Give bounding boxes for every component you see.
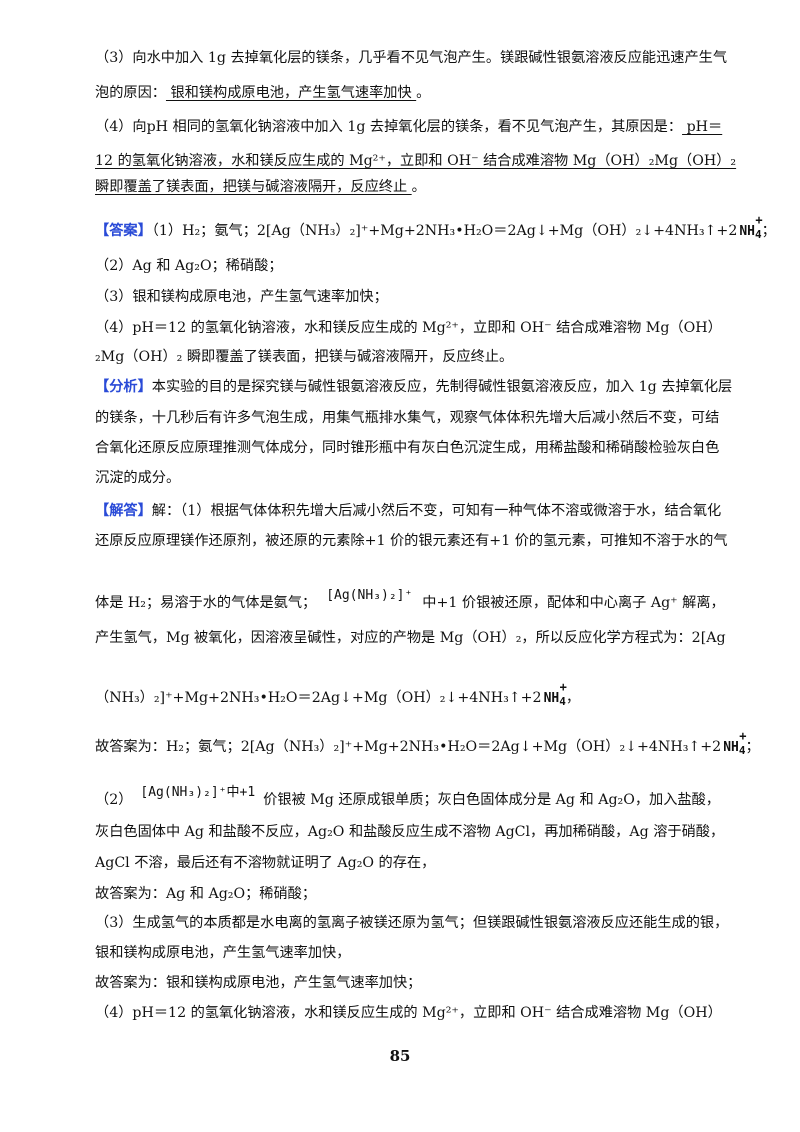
answer-blank-3: 银和镁构成原电池，产生氢气速率加快 (165, 85, 417, 101)
solution-line-5: （NH₃）₂]⁺+Mg+2NH₃•H₂O＝2Ag↓+Mg（OH）₂↓+4NH₃↑… (95, 680, 580, 712)
analysis-line-4: 沉淀的成分。 (95, 470, 181, 486)
ammonium-ion: NH4+ (739, 213, 763, 241)
answer-line-5: ₂Mg（OH）₂ 瞬即覆盖了镁表面，把镁与碱溶液隔开，反应终止。 (95, 349, 514, 365)
solution-line-8: 灰白色固体中 Ag 和盐酸不反应，Ag₂O 和盐酸反应生成不溶物 AgCl，再加… (95, 824, 725, 840)
question-3-line-1: （3）向水中加入 1g 去掉氧化层的镁条，几乎看不见气泡产生。镁跟碱性银氨溶液反… (95, 50, 728, 66)
answer-line-4: （4）pH＝12 的氢氧化钠溶液，水和镁反应生成的 Mg²⁺，立即和 OH⁻ 结… (95, 320, 722, 336)
analysis-line-3: 合氧化还原反应原理推测气体成分，同时锥形瓶中有灰白色沉淀生成，用稀盐酸和稀硝酸检… (95, 440, 720, 456)
solution-line-3: 体是 H₂；易溶于水的气体是氨气；[Ag(NH₃)₂]⁺中+1 价银被还原，配体… (95, 588, 725, 611)
answer-line-2: （2）Ag 和 Ag₂O；稀硝酸； (95, 258, 283, 274)
solution-tag: 【解答】 (95, 503, 152, 519)
solution-line-4: 产生氢气，Mg 被氧化，因溶液呈碱性，对应的产物是 Mg（OH）₂，所以反应化学… (95, 630, 726, 646)
question-3-line-2: 泡的原因： 银和镁构成原电池，产生氢气速率加快 。 (95, 85, 431, 101)
answer-tag: 【答案】 (95, 223, 152, 239)
answer-line-3: （3）银和镁构成原电池，产生氢气速率加快； (95, 289, 388, 305)
analysis-line-1: 【分析】本实验的目的是探究镁与碱性银氨溶液反应，先制得碱性银氨溶液反应，加入 1… (95, 379, 733, 395)
solution-line-11: （3）生成氢气的本质都是水电离的氢离子被镁还原为氢气；但镁跟碱性银氨溶液反应还能… (95, 915, 729, 931)
solution-line-6: 故答案为：H₂；氨气；2[Ag（NH₃）₂]⁺+Mg+2NH₃•H₂O＝2Ag↓… (95, 729, 760, 761)
ammonium-ion: NH4+ (543, 680, 567, 708)
analysis-line-2: 的镁条，十几秒后有许多气泡生成，用集气瓶排水集气，观察气体体积先增大后减小然后不… (95, 410, 720, 426)
question-4-line-3: 瞬即覆盖了镁表面，把镁与碱溶液隔开，反应终止 。 (95, 179, 426, 195)
solution-line-9: AgCl 不溶，最后还有不溶物就证明了 Ag₂O 的存在， (95, 855, 436, 871)
silver-ammonia-formula: [Ag(NH₃)₂]⁺中+1 (140, 785, 256, 800)
silver-ammonia-formula: [Ag(NH₃)₂]⁺ (326, 588, 413, 603)
solution-line-10: 故答案为：Ag 和 Ag₂O；稀硝酸； (95, 886, 317, 902)
question-4-line-1: （4）向pH 相同的氢氧化钠溶液中加入 1g 去掉氧化层的镁条，看不见气泡产生，… (95, 119, 723, 135)
solution-line-14: （4）pH＝12 的氢氧化钠溶液，水和镁反应生成的 Mg²⁺，立即和 OH⁻ 结… (95, 1005, 722, 1021)
question-4-line-2: 12 的氢氧化钠溶液，水和镁反应生成的 Mg²⁺，立即和 OH⁻ 结合成难溶物 … (95, 153, 737, 169)
answer-blank-4-start: pH＝ (682, 119, 723, 135)
solution-line-13: 故答案为：银和镁构成原电池，产生氢气速率加快； (95, 975, 422, 991)
solution-line-12: 银和镁构成原电池，产生氢气速率加快， (95, 945, 351, 961)
ammonium-ion: NH4+ (723, 729, 747, 757)
answer-line-1: 【答案】（1）H₂；氨气；2[Ag（NH₃）₂]⁺+Mg+2NH₃•H₂O＝2A… (95, 213, 776, 245)
solution-line-2: 还原反应原理镁作还原剂，被还原的元素除+1 价的银元素还有+1 价的氢元素，可推… (95, 533, 728, 549)
analysis-tag: 【分析】 (95, 379, 152, 395)
solution-line-1: 【解答】解：（1）根据气体体积先增大后减小然后不变，可知有一种气体不溶或微溶于水… (95, 503, 722, 519)
page-number: 85 (389, 1047, 411, 1065)
